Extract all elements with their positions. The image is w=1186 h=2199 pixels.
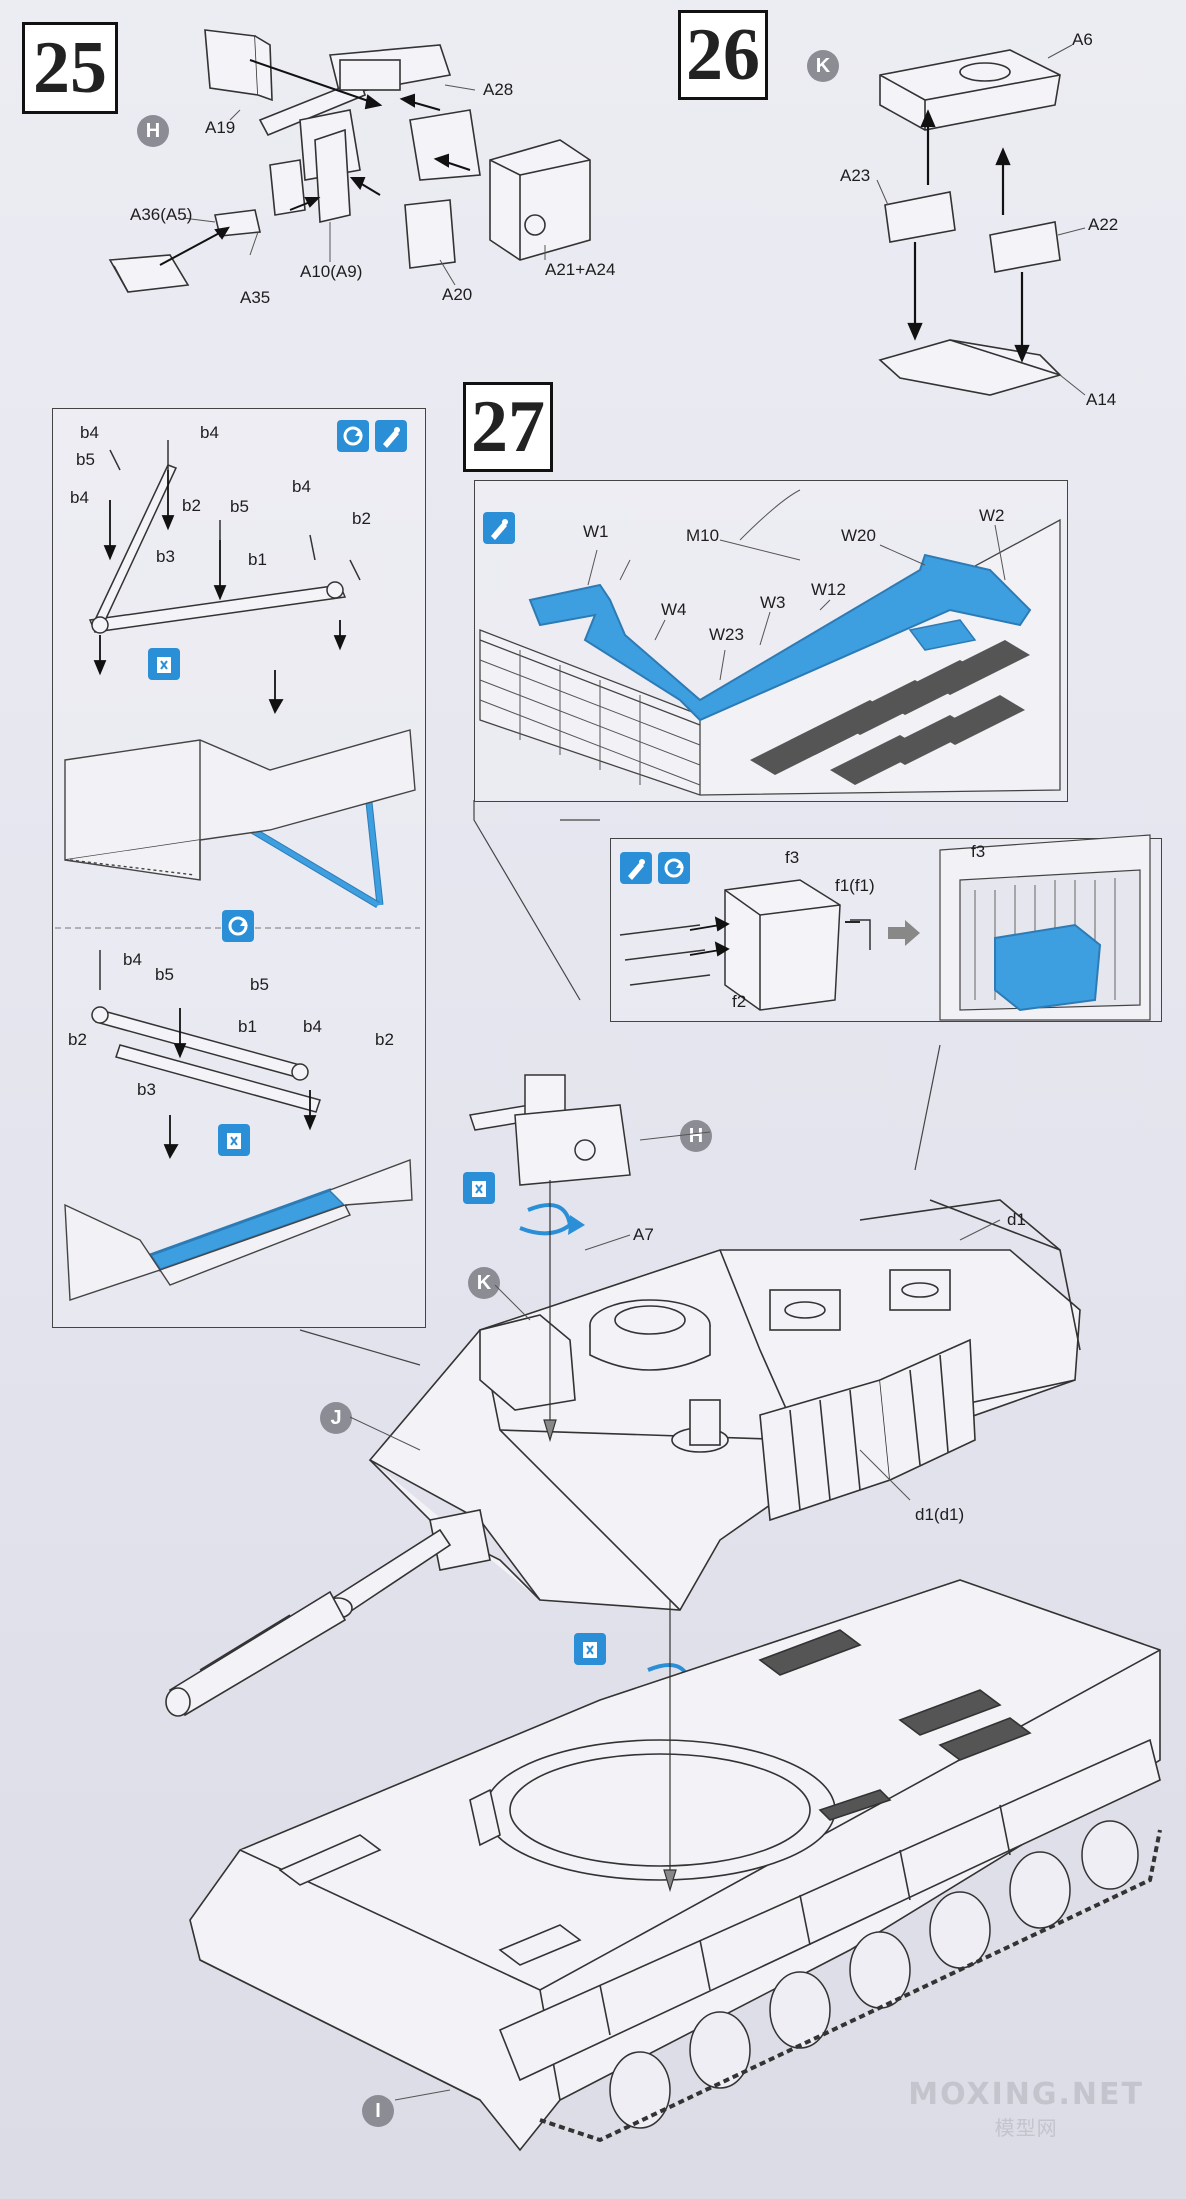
label-a28: A28 (483, 80, 514, 99)
label-b4: b4 (80, 423, 99, 442)
label-a7: A7 (633, 1225, 654, 1244)
glue-icon (483, 512, 515, 544)
label-b2: b2 (182, 496, 201, 515)
label-f3: f3 (785, 848, 800, 867)
label-a22: A22 (1088, 215, 1119, 234)
label-b5: b5 (230, 497, 249, 516)
watermark-text: MOXING.NET (908, 2077, 1144, 2112)
label-b5: b5 (76, 450, 95, 469)
label-b2: b2 (352, 509, 371, 528)
label-b3: b3 (156, 547, 175, 566)
step-26-number: 26 (678, 10, 768, 100)
label-a23: A23 (840, 166, 871, 185)
label-a35: A35 (240, 288, 271, 307)
label-a36-a5: A36(A5) (130, 205, 193, 224)
label-w2: W2 (979, 506, 1005, 525)
label-d1: d1 (1007, 1210, 1026, 1229)
cement-icon (463, 1172, 495, 1204)
label-b4: b4 (123, 950, 142, 969)
label-b4: b4 (70, 488, 89, 507)
label-b4: b4 (292, 477, 311, 496)
marker-k-step27: K (468, 1267, 500, 1299)
label-b4: b4 (200, 423, 219, 442)
label-a20: A20 (442, 285, 473, 304)
rotate-icon (658, 852, 690, 884)
label-b4: b4 (303, 1017, 322, 1036)
glue-icon (375, 420, 407, 452)
step-25-number: 25 (22, 22, 118, 114)
marker-k-step26: K (807, 50, 839, 82)
label-b1: b1 (238, 1017, 257, 1036)
marker-h-step27: H (680, 1120, 712, 1152)
label-w4: W4 (661, 600, 687, 619)
marker-h-step25: H (137, 115, 169, 147)
marker-j-step27: J (320, 1402, 352, 1434)
label-a10-a9: A10(A9) (300, 262, 363, 281)
label-f3-installed: f3 (971, 842, 986, 861)
label-a14: A14 (1086, 390, 1117, 409)
label-d1-d1: d1(d1) (915, 1505, 965, 1524)
cement-icon (574, 1633, 606, 1665)
label-a19: A19 (205, 118, 236, 137)
label-f2: f2 (732, 992, 747, 1011)
label-a21-a24: A21+A24 (545, 260, 616, 279)
label-b5: b5 (155, 965, 174, 984)
rotate-icon (337, 420, 369, 452)
label-f1-f1: f1(f1) (835, 876, 875, 895)
marker-i-step27: I (362, 2095, 394, 2127)
label-b2: b2 (375, 1030, 394, 1049)
label-b1: b1 (248, 550, 267, 569)
label-b5: b5 (250, 975, 269, 994)
label-m10: M10 (686, 526, 720, 545)
label-a6: A6 (1072, 30, 1093, 49)
step-27-number: 27 (463, 382, 553, 472)
label-b3: b3 (137, 1080, 156, 1099)
label-w1: W1 (583, 522, 609, 541)
label-w3: W3 (760, 593, 786, 612)
label-w20: W20 (841, 526, 876, 545)
cement-icon (218, 1124, 250, 1156)
label-b2: b2 (68, 1030, 87, 1049)
label-w23: W23 (709, 625, 744, 644)
rotate-icon (222, 910, 254, 942)
glue-icon (620, 852, 652, 884)
site-watermark: MOXING.NET 模型网 (908, 2077, 1144, 2141)
label-w12: W12 (811, 580, 846, 599)
watermark-subtext: 模型网 (994, 2118, 1058, 2140)
cement-icon (148, 648, 180, 680)
